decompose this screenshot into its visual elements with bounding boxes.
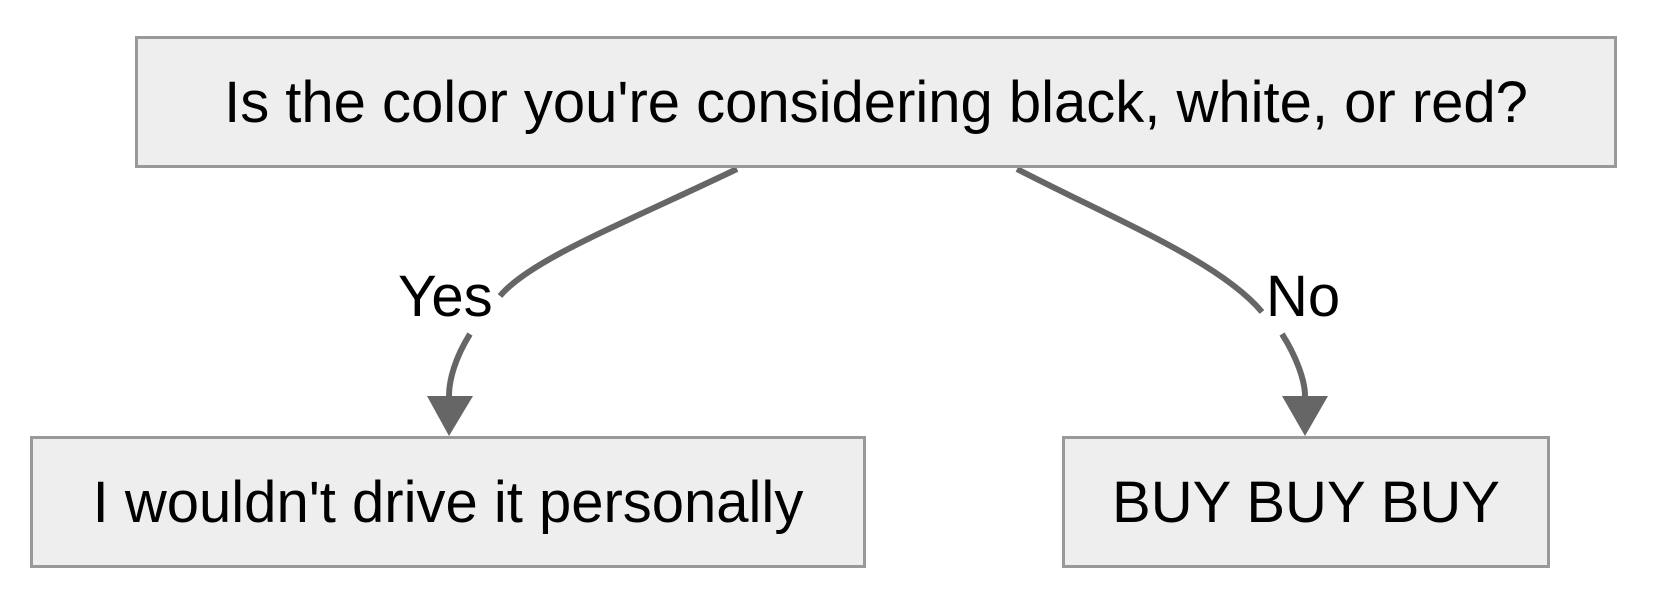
- question-node: Is the color you're considering black, w…: [135, 36, 1617, 168]
- edge-label-no: No: [1264, 264, 1343, 329]
- no-outcome-node: BUY BUY BUY: [1062, 436, 1550, 568]
- question-text: Is the color you're considering black, w…: [224, 69, 1528, 135]
- yes-outcome-text: I wouldn't drive it personally: [92, 469, 804, 535]
- yes-outcome-node: I wouldn't drive it personally: [30, 436, 866, 568]
- no-outcome-text: BUY BUY BUY: [1112, 469, 1500, 535]
- edge-yes: [446, 166, 739, 397]
- edge-label-yes: Yes: [396, 264, 495, 329]
- edge-no: [1015, 166, 1308, 397]
- edge-no-arrowhead: [1282, 396, 1328, 436]
- edge-yes-arrowhead: [427, 396, 473, 436]
